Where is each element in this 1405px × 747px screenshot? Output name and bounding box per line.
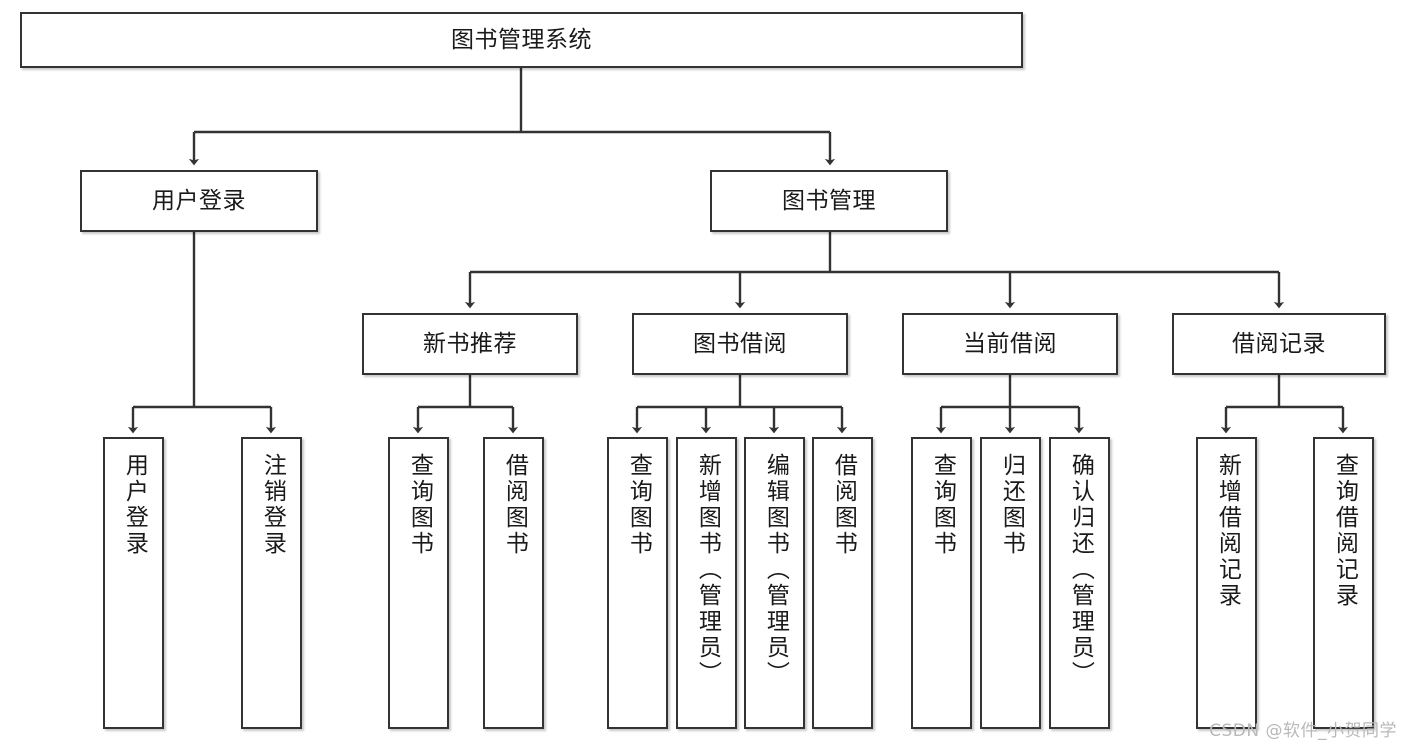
node-current-borrow-label: 当前借阅 (963, 330, 1057, 357)
node-leaf-borrow-book-2[interactable]: 借阅图书 (812, 437, 873, 729)
node-root-label: 图书管理系统 (451, 26, 592, 53)
node-book-borrow-label: 图书借阅 (693, 330, 787, 357)
node-leaf-return-book-label: 归还图书 (998, 453, 1025, 557)
node-leaf-user-login-label: 用户登录 (121, 453, 148, 557)
node-new-book-recommend-label: 新书推荐 (423, 330, 517, 357)
node-leaf-borrow-book-1-label: 借阅图书 (501, 453, 528, 557)
node-leaf-add-book[interactable]: 新增图书（管理员） (676, 437, 737, 729)
node-leaf-query-record-label: 查询借阅记录 (1331, 453, 1358, 609)
node-user-login[interactable]: 用户登录 (80, 170, 318, 232)
node-borrow-record-label: 借阅记录 (1232, 330, 1326, 357)
node-leaf-edit-book-label: 编辑图书（管理员） (762, 453, 789, 687)
node-leaf-query-book-1[interactable]: 查询图书 (388, 437, 449, 729)
node-leaf-confirm-return[interactable]: 确认归还（管理员） (1049, 437, 1110, 729)
node-leaf-user-login[interactable]: 用户登录 (103, 437, 164, 729)
node-leaf-query-book-3-label: 查询图书 (929, 453, 956, 557)
node-leaf-query-book-2-label: 查询图书 (625, 453, 652, 557)
node-leaf-return-book[interactable]: 归还图书 (980, 437, 1041, 729)
node-book-management[interactable]: 图书管理 (710, 170, 948, 232)
node-root[interactable]: 图书管理系统 (20, 12, 1023, 68)
node-leaf-query-book-2[interactable]: 查询图书 (607, 437, 668, 729)
node-leaf-borrow-book-1[interactable]: 借阅图书 (483, 437, 544, 729)
node-leaf-query-book-3[interactable]: 查询图书 (911, 437, 972, 729)
node-leaf-edit-book[interactable]: 编辑图书（管理员） (744, 437, 805, 729)
node-new-book-recommend[interactable]: 新书推荐 (362, 313, 578, 375)
node-current-borrow[interactable]: 当前借阅 (902, 313, 1118, 375)
node-leaf-user-logout-label: 注销登录 (259, 453, 286, 557)
node-leaf-user-logout[interactable]: 注销登录 (241, 437, 302, 729)
node-leaf-confirm-return-label: 确认归还（管理员） (1067, 453, 1094, 687)
node-book-borrow[interactable]: 图书借阅 (632, 313, 848, 375)
node-book-management-label: 图书管理 (782, 187, 876, 214)
node-borrow-record[interactable]: 借阅记录 (1172, 313, 1386, 375)
watermark-text: CSDN @软件_小贺同学 (1209, 721, 1397, 741)
node-user-login-label: 用户登录 (152, 187, 246, 214)
node-leaf-query-record[interactable]: 查询借阅记录 (1313, 437, 1374, 729)
node-leaf-add-record-label: 新增借阅记录 (1214, 453, 1241, 609)
node-leaf-add-record[interactable]: 新增借阅记录 (1196, 437, 1257, 729)
node-leaf-query-book-1-label: 查询图书 (406, 453, 433, 557)
node-leaf-add-book-label: 新增图书（管理员） (694, 453, 721, 687)
node-leaf-borrow-book-2-label: 借阅图书 (830, 453, 857, 557)
